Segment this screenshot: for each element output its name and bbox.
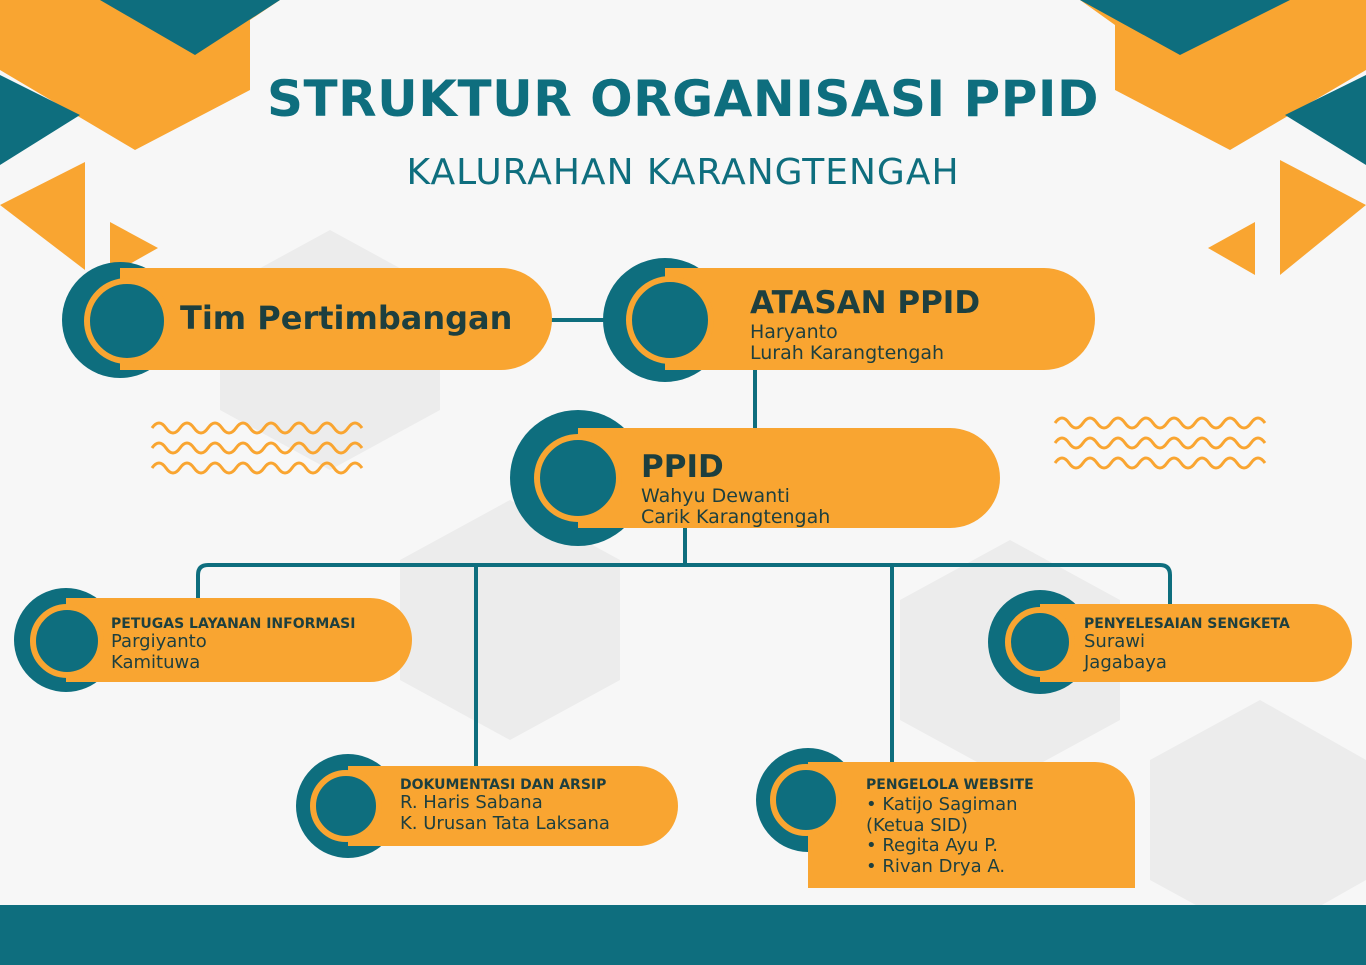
- node-circle: [1005, 607, 1075, 677]
- node-title: PPID: [641, 449, 724, 485]
- node-title: DOKUMENTASI DAN ARSIP: [400, 777, 607, 793]
- node-circle: [310, 770, 382, 842]
- node-title: PENGELOLA WEBSITE: [866, 777, 1034, 793]
- node-role: Kamituwa: [111, 651, 201, 673]
- member: • Regita Ayu P.: [866, 835, 998, 857]
- node-circle: [534, 434, 622, 522]
- node-pill: [808, 762, 1135, 888]
- node-title: ATASAN PPID: [750, 285, 981, 321]
- wave-decoration-left: [150, 421, 364, 475]
- wave-decoration-right: [1053, 416, 1267, 470]
- node-title: Tim Pertimbangan: [180, 299, 513, 337]
- member: • Katijo Sagiman: [866, 794, 1018, 816]
- node-pill: [665, 268, 1095, 370]
- connector-lines: [196, 318, 1172, 770]
- member: (Ketua SID): [866, 814, 968, 836]
- page-title: STRUKTUR ORGANISASI PPID: [267, 70, 1099, 128]
- node-name: Surawi: [1084, 631, 1145, 653]
- node-title: PENYELESAIAN SENGKETA: [1084, 616, 1290, 632]
- node-pill: [348, 766, 678, 846]
- node-pill: [1040, 604, 1352, 682]
- member: • Rivan Drya A.: [866, 856, 1006, 878]
- node-role: Lurah Karangtengah: [750, 342, 945, 365]
- footer-band: [0, 905, 1366, 965]
- node-role: K. Urusan Tata Laksana: [400, 812, 610, 834]
- node-circle: [30, 604, 104, 678]
- node-name: Pargiyanto: [111, 631, 207, 653]
- node-circle: [770, 764, 842, 836]
- node-role: Jagabaya: [1084, 651, 1167, 673]
- node-name: Haryanto: [750, 320, 838, 343]
- node-pill: [66, 598, 412, 682]
- node-pill: [120, 268, 552, 370]
- page-subtitle: KALURAHAN KARANGTENGAH: [406, 152, 960, 193]
- node-role: Carik Karangtengah: [641, 506, 831, 529]
- node-name: Wahyu Dewanti: [641, 484, 790, 507]
- node-title: PETUGAS LAYANAN INFORMASI: [111, 616, 356, 632]
- node-name: R. Haris Sabana: [400, 792, 543, 814]
- node-circle: [84, 278, 170, 364]
- node-pill: [578, 428, 1000, 528]
- node-circle: [626, 276, 714, 364]
